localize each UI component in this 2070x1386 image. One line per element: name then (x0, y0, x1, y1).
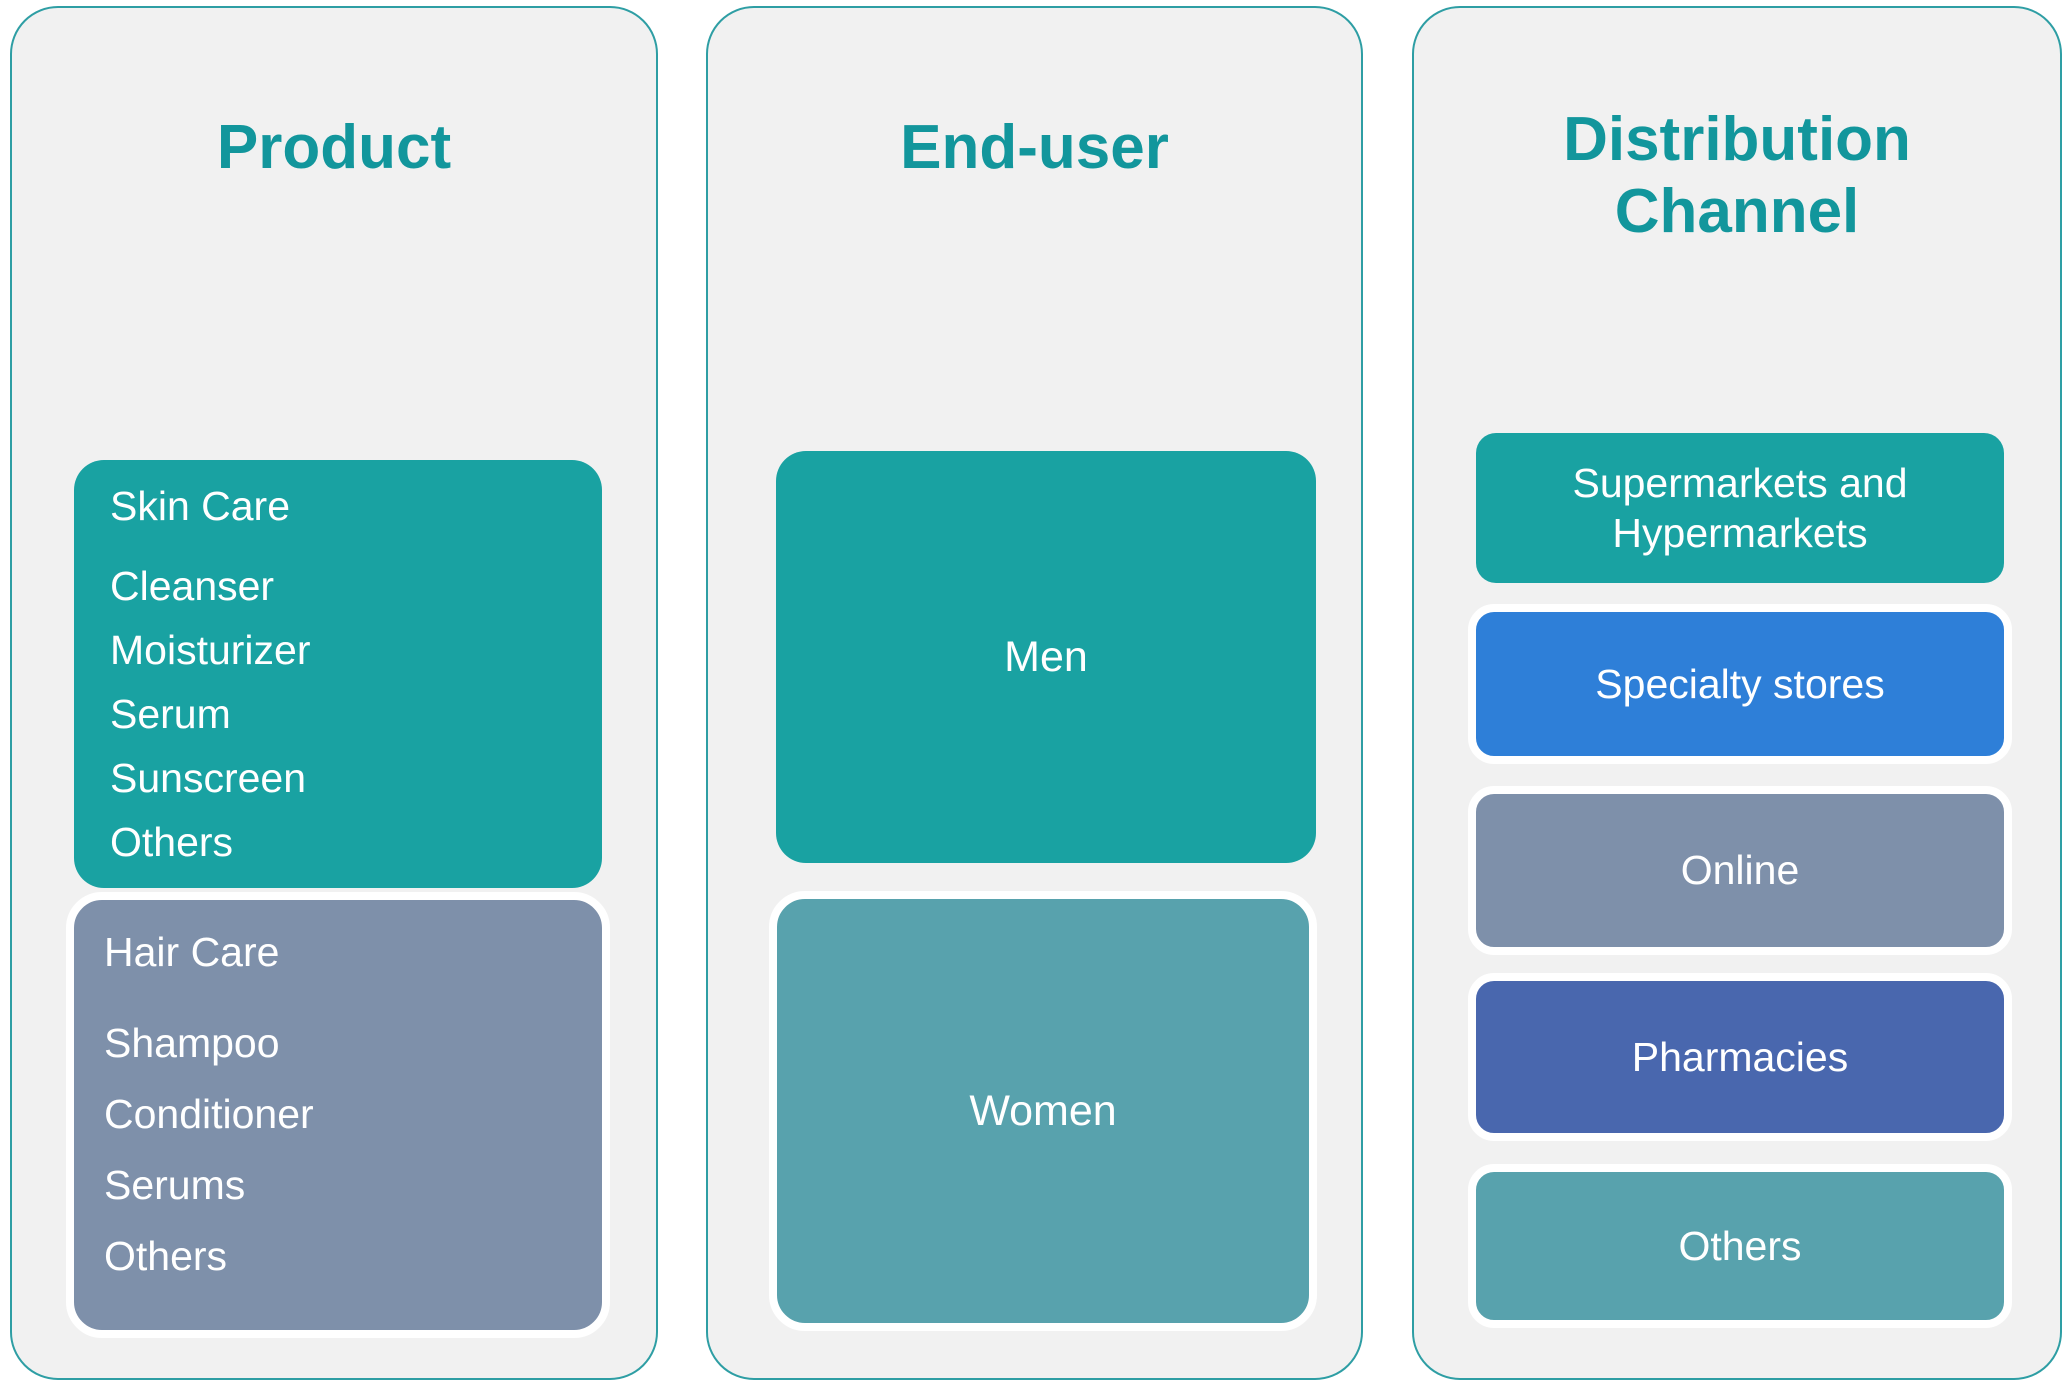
segment-label-women: Women (969, 1086, 1117, 1135)
segment-label-online: Online (1680, 847, 1800, 894)
segment-label-pharmacies: Pharmacies (1631, 1033, 1849, 1080)
list-item: Others (110, 819, 234, 865)
segmentation-column-product: Product Skin Care Cleanser Moisturizer S… (10, 6, 658, 1380)
segment-label-specialty-stores: Specialty stores (1595, 660, 1885, 707)
hair-care-item-list: Shampoo Conditioner Serums Others (104, 1008, 578, 1292)
list-item: Shampoo (104, 1020, 280, 1066)
list-item: Others (104, 1233, 228, 1279)
segment-label-men: Men (1004, 632, 1088, 681)
column-title-end-user: End-user (900, 113, 1169, 182)
segment-heading-hair-care: Hair Care (104, 929, 280, 975)
segment-box-supermarkets-and-hypermarkets: Supermarkets and Hypermarkets (1476, 433, 2004, 583)
segment-box-online: Online (1468, 786, 2012, 955)
list-item: Serums (104, 1162, 246, 1208)
list-item: Conditioner (104, 1091, 314, 1137)
segmentation-column-end-user: End-user Men Women (706, 6, 1363, 1380)
segment-box-pharmacies: Pharmacies (1468, 973, 2012, 1141)
column-title-product: Product (216, 113, 452, 182)
segment-box-skin-care: Skin Care Cleanser Moisturizer Serum Sun… (74, 460, 602, 888)
list-item: Sunscreen (110, 755, 307, 801)
segment-box-others: Others (1468, 1164, 2012, 1328)
segment-heading-skin-care: Skin Care (110, 483, 291, 529)
skin-care-item-list: Cleanser Moisturizer Serum Sunscreen Oth… (110, 554, 578, 874)
segment-box-men: Men (776, 451, 1316, 863)
list-item: Moisturizer (110, 627, 311, 673)
segmentation-column-distribution-channel: Distribution Channel Supermarkets and Hy… (1412, 6, 2062, 1380)
segment-label-supermarkets-and-hypermarkets: Supermarkets and Hypermarkets (1572, 459, 1908, 556)
list-item: Cleanser (110, 563, 275, 609)
segment-box-specialty-stores: Specialty stores (1468, 604, 2012, 764)
segment-box-women: Women (769, 891, 1317, 1331)
segment-label-others: Others (1678, 1222, 1802, 1269)
column-title-distribution-channel: Distribution Channel (1563, 105, 1911, 246)
list-item: Serum (110, 691, 231, 737)
segment-box-hair-care: Hair Care Shampoo Conditioner Serums Oth… (66, 892, 610, 1338)
